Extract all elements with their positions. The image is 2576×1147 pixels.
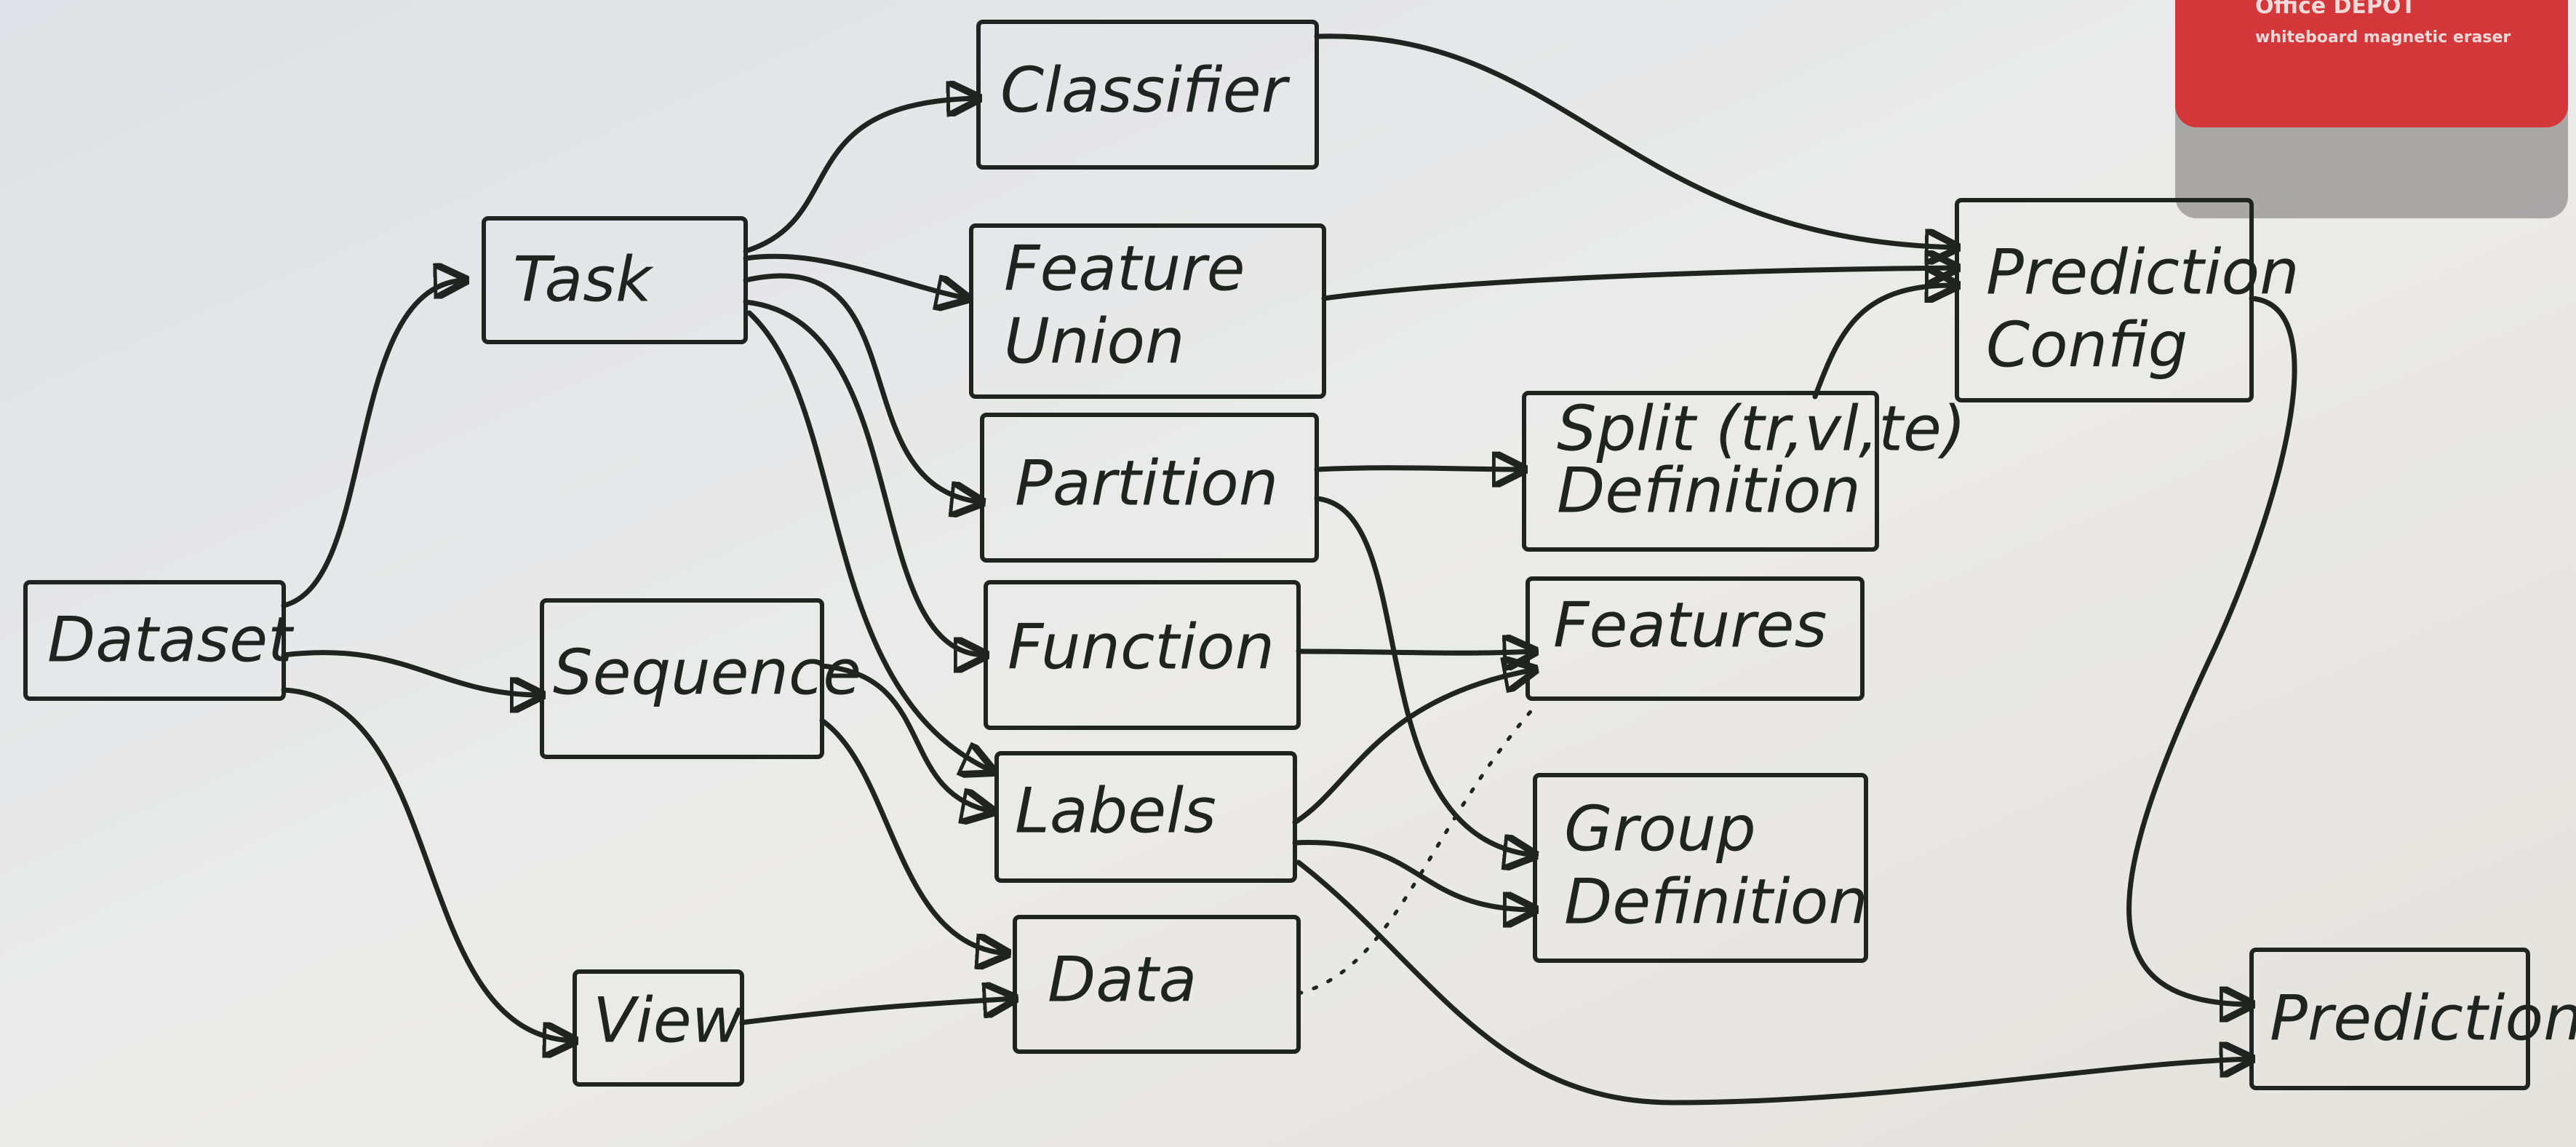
edge-sequence-data [819,718,1008,953]
node-feature-union: Feature Union [969,223,1326,399]
node-feature-union-label-2: Union [1004,305,1184,378]
edge-task-partition [743,273,982,502]
node-prediction-label: Prediction [2270,982,2576,1055]
eraser-brand: Office DEPOT [2255,0,2416,19]
edge-dataset-task [281,280,466,608]
edge-prediction-config-prediction [2126,295,2297,1004]
node-group-definition: Group Definition [1533,773,1868,963]
node-task-label: Task [513,243,654,316]
node-sequence-label: Sequence [553,636,861,709]
node-prediction: Prediction [2249,948,2576,1090]
edge-function-features [1296,651,1535,653]
node-feature-union-label-1: Feature [1004,232,1245,305]
edge-partition-group-definition [1314,496,1535,855]
edge-labels-features [1292,670,1535,825]
node-split-definition: Split (tr,vl,te) Definition [1522,391,1966,552]
edge-split-definition-prediction-config [1812,285,1957,400]
node-group-definition-label-1: Group [1564,793,1756,865]
edges [281,33,2297,1106]
node-features-label: Features [1553,589,1827,662]
edge-task-function [743,299,986,655]
edge-view-data [739,999,1015,1025]
edge-labels-prediction [1296,860,2252,1106]
node-partition-label: Partition [1015,447,1278,520]
node-data: Data [1013,915,1301,1054]
node-prediction-config-label-2: Config [1986,309,2188,381]
node-prediction-config: Prediction Config [1955,198,2300,402]
edge-dataset-sequence [281,650,542,695]
node-view-label: View [593,984,743,1057]
node-function: Function [984,580,1301,730]
node-partition: Partition [980,413,1319,563]
node-features: Features [1526,576,1865,701]
node-split-definition-label-1: Split (tr,vl,te) [1557,392,1966,465]
edge-dataset-view [281,687,575,1041]
node-labels-label: Labels [1015,774,1216,847]
node-task: Task [482,216,748,344]
node-data-label: Data [1048,943,1197,1016]
whiteboard-eraser: Office DEPOT whiteboard magnetic eraser [2175,0,2568,218]
node-sequence: Sequence [540,598,861,759]
node-view: View [573,969,744,1087]
node-dataset-label: Dataset [47,603,295,676]
node-classifier-label: Classifier [1000,54,1291,127]
edge-data-features-dotted [1296,700,1541,996]
node-group-definition-label-2: Definition [1564,865,1868,938]
node-classifier: Classifier [976,20,1319,170]
node-prediction-config-label-1: Prediction [1986,236,2300,309]
node-dataset: Dataset [23,580,295,701]
node-split-definition-label-2: Definition [1557,454,1861,527]
edge-feature-union-prediction-config [1321,268,1957,301]
edge-task-classifier [743,98,978,254]
edge-task-labels [746,310,993,771]
edge-task-feature-union [743,253,968,298]
edge-partition-split-definition [1314,468,1524,469]
node-labels: Labels [994,751,1297,883]
node-function-label: Function [1008,611,1275,683]
eraser-caption: whiteboard magnetic eraser [2255,28,2511,47]
edge-classifier-prediction-config [1314,33,1957,247]
edge-labels-group-definition [1292,840,1535,910]
edge-sequence-labels [819,663,993,811]
